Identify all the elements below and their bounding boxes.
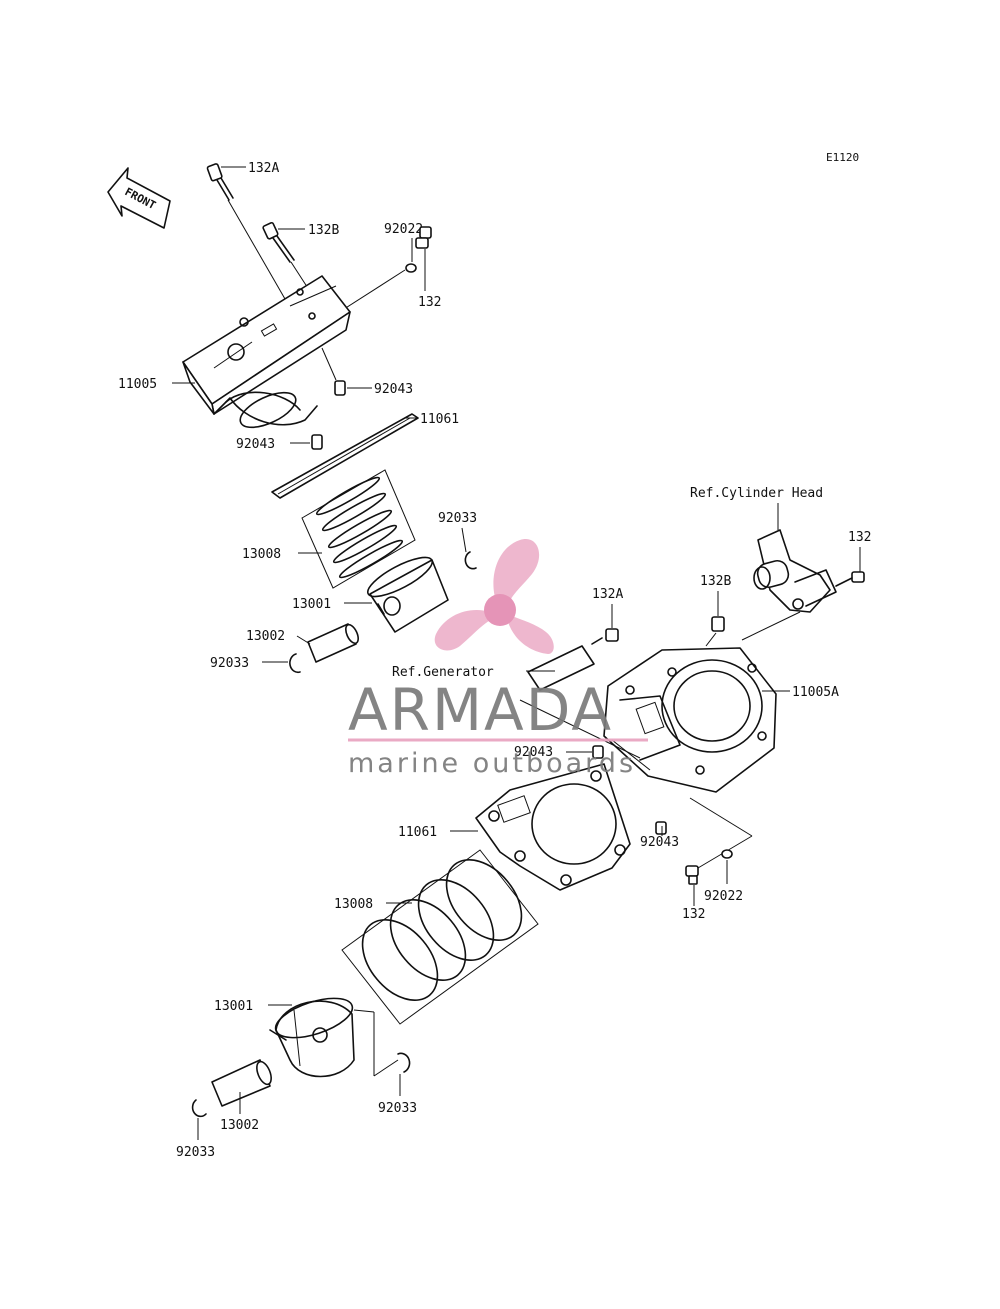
bolt-132b-right-icon — [711, 616, 725, 632]
bolt-132a-mid-icon — [527, 628, 619, 691]
washer-92022-top-icon — [405, 263, 417, 273]
callout-132-right: 132 — [848, 530, 871, 545]
clip-92033-top-left-icon — [289, 653, 301, 674]
pin-13002-top-icon — [307, 623, 359, 663]
callout-13001-top: 13001 — [292, 597, 331, 612]
gasket-11061-top-icon — [271, 413, 419, 499]
callout-92022-bottom: 92022 — [704, 889, 743, 904]
callout-92043-mid-right: 92043 — [640, 835, 679, 850]
callout-132b-top: 132B — [308, 223, 339, 238]
callout-13008-bottom: 13008 — [334, 897, 373, 912]
gasket-11061-bottom-icon — [475, 763, 631, 891]
bolt-132-right-icon — [835, 571, 865, 587]
dowel-92043-top-right-icon — [334, 380, 346, 396]
clip-92033-bottom-right-icon — [397, 1052, 411, 1073]
propeller-logo-icon — [434, 538, 554, 654]
callout-92033-top-right: 92033 — [438, 511, 477, 526]
bolt-132a-top-icon — [206, 163, 234, 201]
bolt-132-bottom-icon — [685, 865, 699, 885]
watermark-brand: ARMADA — [348, 676, 613, 744]
callout-132-bottom: 132 — [682, 907, 705, 922]
piston-13001-bottom-icon — [269, 997, 355, 1078]
callout-132a-top: 132A — [248, 161, 279, 176]
callout-13002-bottom: 13002 — [220, 1118, 259, 1133]
cylinder-11005a-icon — [603, 647, 777, 793]
callout-92043-mid-left: 92043 — [514, 745, 553, 760]
callout-132b-right: 132B — [700, 574, 731, 589]
clip-92033-top-right-icon — [464, 551, 477, 570]
watermark-tagline: marine outboards — [348, 748, 636, 779]
callout-ref-cylinder-head: Ref.Cylinder Head — [690, 486, 823, 501]
dowel-92043-mid-right-icon — [655, 821, 667, 835]
washer-92022-bottom-icon — [721, 849, 733, 859]
callout-92033-bottom-right: 92033 — [378, 1101, 417, 1116]
dowel-92043-mid-left-icon — [592, 745, 604, 759]
clip-92033-bottom-left-icon — [191, 1099, 207, 1118]
front-arrow-icon: FRONT — [107, 167, 171, 229]
callout-132-top: 132 — [418, 295, 441, 310]
callout-92043-top-left: 92043 — [236, 437, 275, 452]
callout-92022-top: 92022 — [384, 222, 423, 237]
callout-92043-top-right: 92043 — [374, 382, 413, 397]
armada-watermark: ARMADA marine outboards — [348, 538, 648, 779]
cylinder-head-ref-icon — [753, 529, 837, 613]
rings-13008-bottom-icon — [341, 849, 539, 1025]
pin-13002-bottom-icon — [211, 1059, 272, 1107]
callout-132a-mid: 132A — [592, 587, 623, 602]
callout-92033-top-left: 92033 — [210, 656, 249, 671]
rings-13008-top-icon — [301, 469, 416, 589]
cylinder-11005-icon — [182, 275, 351, 429]
dowel-92043-top-left-icon — [311, 434, 323, 450]
callout-11005a: 11005A — [792, 685, 839, 700]
callout-92033-bottom-left: 92033 — [176, 1145, 215, 1160]
callout-13002-top: 13002 — [246, 629, 285, 644]
callout-11061-top: 11061 — [420, 412, 459, 427]
callout-11005: 11005 — [118, 377, 157, 392]
piston-13001-top-icon — [366, 556, 449, 633]
callout-11061-bottom: 11061 — [398, 825, 437, 840]
callout-13001-bottom: 13001 — [214, 999, 253, 1014]
bolt-132-top-icon — [415, 226, 432, 249]
bolt-132b-top-icon — [262, 221, 295, 263]
callout-13008-top: 13008 — [242, 547, 281, 562]
callout-ref-generator: Ref.Generator — [392, 665, 494, 680]
diagram-code: E1120 — [826, 151, 859, 164]
